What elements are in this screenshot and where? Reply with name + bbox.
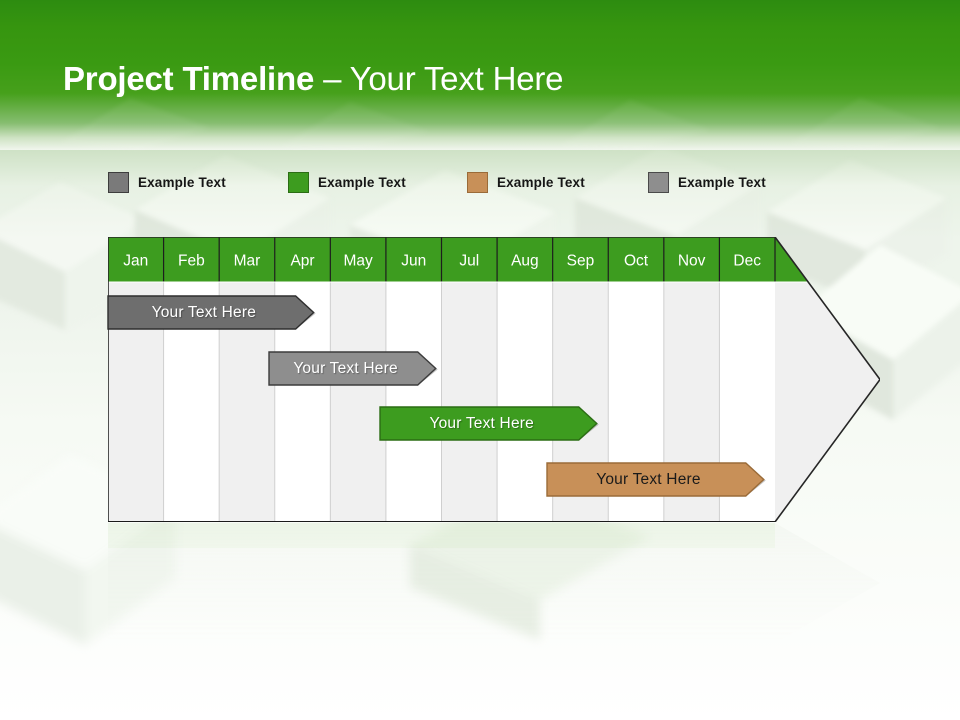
legend-swatch-icon-1	[108, 171, 129, 193]
bar-arrow-shape	[268, 351, 438, 386]
legend-label-4: Example Text	[678, 174, 766, 190]
legend-swatch-icon-2	[288, 171, 309, 193]
legend-label-2: Example Text	[318, 174, 406, 190]
month-header-nov: Nov	[678, 253, 706, 270]
month-header-feb: Feb	[178, 253, 205, 270]
month-header-may: May	[343, 253, 373, 270]
legend-item-2[interactable]: Example Text	[288, 168, 406, 196]
timeline-bar-1[interactable]: Your Text Here	[107, 295, 316, 330]
page-title: Project Timeline – Your Text Here	[63, 58, 563, 100]
month-header-jan: Jan	[123, 253, 148, 270]
title-light: Your Text Here	[349, 60, 564, 97]
legend-swatch-icon-3	[467, 171, 488, 193]
month-header-dec: Dec	[733, 253, 761, 270]
legend-label-1: Example Text	[138, 174, 226, 190]
title-bold: Project Timeline	[63, 60, 315, 97]
legend-swatch-icon-4	[648, 171, 669, 193]
bar-arrow-shape	[546, 462, 766, 497]
month-header-aug: Aug	[511, 253, 539, 270]
month-header-jun: Jun	[401, 253, 426, 270]
month-header-oct: Oct	[624, 253, 649, 270]
timeline-bar-4[interactable]: Your Text Here	[546, 462, 766, 497]
bar-arrow-shape	[379, 406, 600, 441]
timeline-bar-2[interactable]: Your Text Here	[268, 351, 438, 386]
house-shape	[0, 430, 200, 665]
timeline-bar-label: Your Text Here	[293, 359, 398, 377]
legend: Example Text Example Text Example Text E…	[108, 168, 908, 198]
legend-item-4[interactable]: Example Text	[648, 168, 766, 196]
timeline-bar-3[interactable]: Your Text Here	[379, 406, 600, 441]
timeline-bar-label: Your Text Here	[596, 470, 701, 488]
title-separator: –	[314, 60, 350, 97]
timeline-chart: Jan Feb Mar Apr May Jun Jul Aug Sep Oct Nov Dec You…	[107, 237, 880, 522]
month-header-apr: Apr	[290, 253, 314, 270]
bar-arrow-shape	[107, 295, 316, 330]
month-header-mar: Mar	[234, 253, 261, 270]
legend-item-3[interactable]: Example Text	[467, 168, 585, 196]
legend-label-3: Example Text	[497, 174, 585, 190]
timeline-bar-label: Your Text Here	[151, 303, 257, 321]
timeline-bar-label: Your Text Here	[429, 414, 534, 432]
legend-item-1[interactable]: Example Text	[108, 168, 226, 196]
month-header-sep: Sep	[567, 253, 595, 270]
month-header-jul: Jul	[459, 253, 479, 270]
slide-header: Project Timeline – Your Text Here	[0, 0, 960, 150]
